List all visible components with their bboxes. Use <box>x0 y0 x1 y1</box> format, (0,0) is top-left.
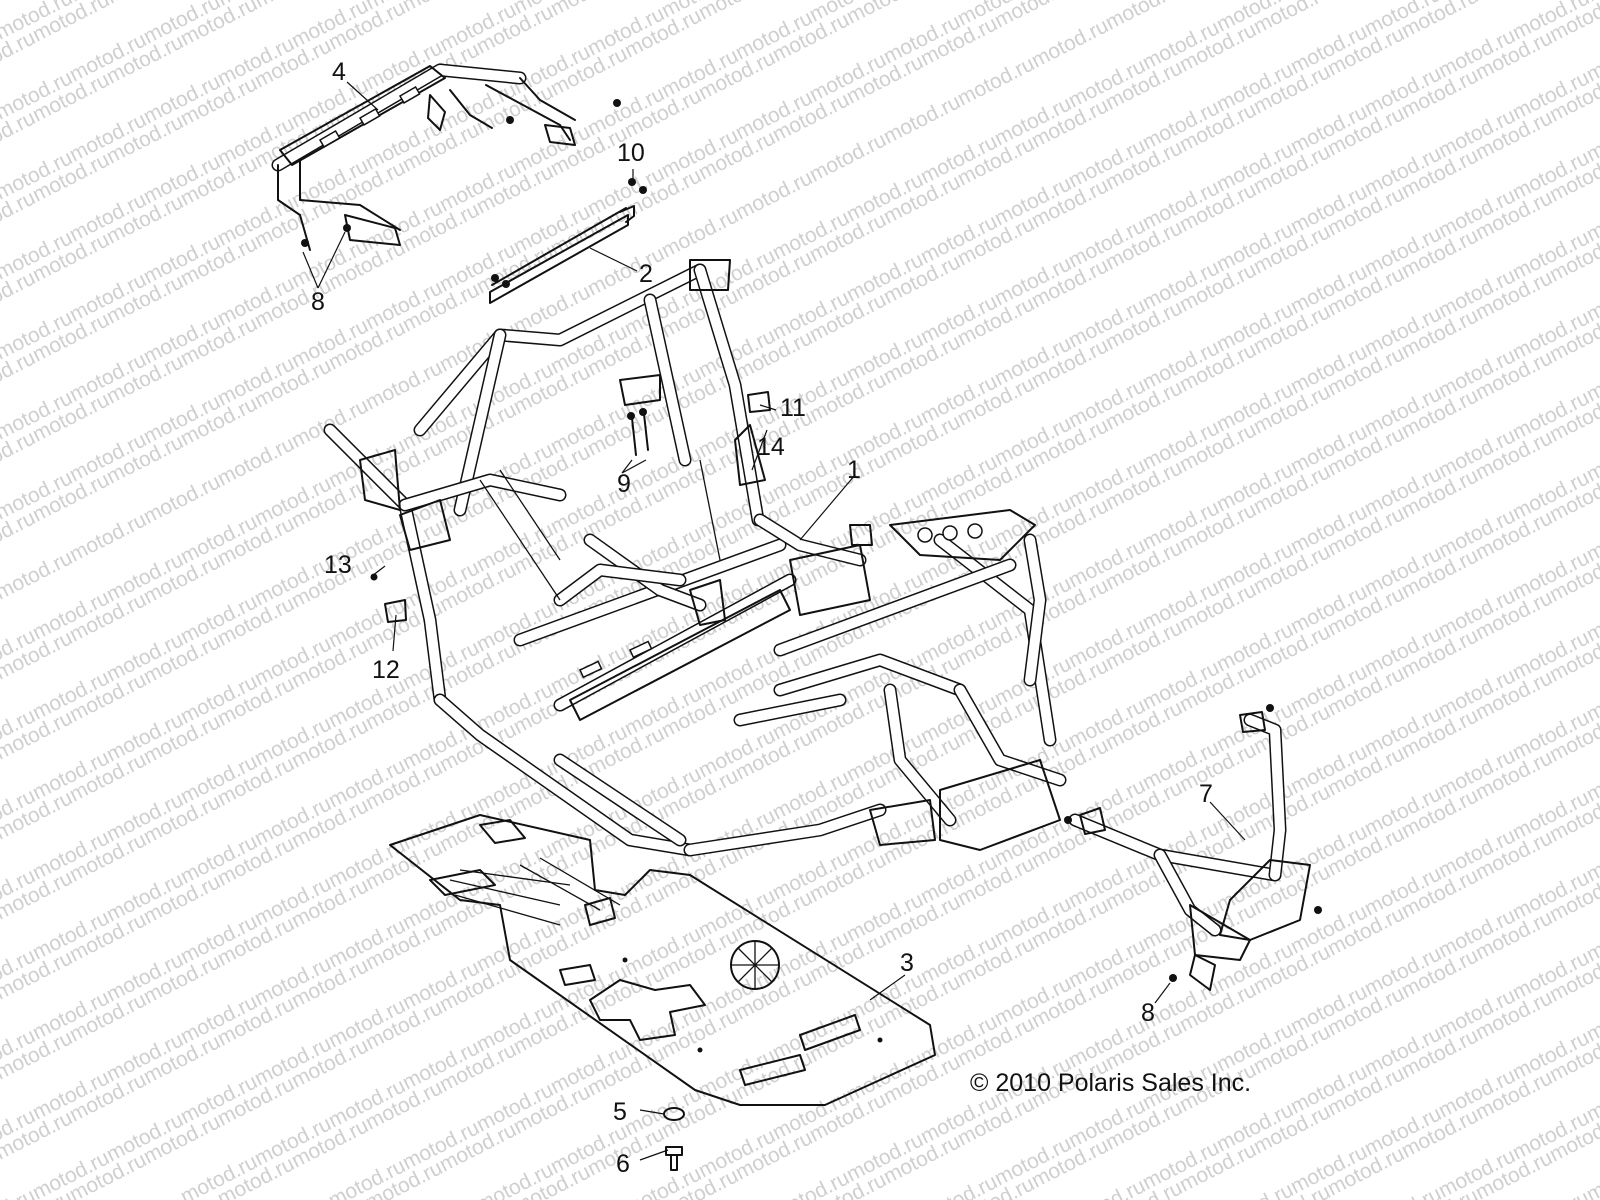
watermark-text: motod.ru <box>1028 14 1112 72</box>
callout-8-bottom: 8 <box>1141 999 1155 1027</box>
callout-11: 11 <box>780 394 806 422</box>
watermark-text: motod.ru <box>0 0 2 2</box>
callout-4: 4 <box>332 58 346 86</box>
watermark-text: motod.ru <box>1583 0 1600 6</box>
watermark-text: motod.ru <box>1213 1178 1297 1200</box>
callout-8-top: 8 <box>311 288 325 316</box>
callout-5: 5 <box>613 1098 627 1126</box>
watermark-text: motod.ru <box>547 0 631 20</box>
callout-labels: 4 10 2 8 11 14 1 9 13 12 7 3 8 5 6 <box>311 58 1213 1178</box>
watermark-text: motod.ru <box>103 0 187 8</box>
fasteners-8-top <box>301 99 621 247</box>
watermark-text: motod.ru <box>214 432 298 490</box>
part-1-main-frame <box>323 259 1067 857</box>
fasteners-8-bottom <box>1169 974 1177 982</box>
watermark-text: motod.ru <box>695 0 779 24</box>
watermark-text: motod.ru <box>1509 1186 1593 1200</box>
watermark-text: motod.ru <box>1361 1182 1445 1200</box>
callout-12: 12 <box>372 656 400 684</box>
callout-1: 1 <box>847 456 861 484</box>
callout-14: 14 <box>757 433 785 461</box>
watermark-text: motod.ru <box>251 0 335 12</box>
watermark-text: motod.ru <box>732 166 816 224</box>
watermark-text: motod.ru <box>843 0 927 28</box>
watermark-text: motod.ru <box>954 52 1038 110</box>
watermark-text: motod.ru <box>66 508 150 566</box>
watermark-text: motod.ru <box>991 0 1075 32</box>
watermark-text: motod.ru <box>880 90 964 148</box>
watermark-text: motod.ru <box>1583 1148 1600 1200</box>
callout-2: 2 <box>639 260 653 288</box>
part-3-skid-plate <box>389 814 936 1106</box>
watermark-text: motod.ru <box>658 204 742 262</box>
part-7-bumper <box>1064 704 1322 991</box>
watermark-text: motod.ru <box>0 546 76 604</box>
part-4-upper-support <box>271 63 576 251</box>
watermark-text: motod.ru <box>288 394 372 452</box>
callout-9: 9 <box>617 470 631 498</box>
fasteners-frame <box>370 391 771 623</box>
callout-10: 10 <box>617 139 645 167</box>
watermark-text: motod.ru <box>399 0 483 16</box>
callout-7: 7 <box>1199 780 1213 808</box>
watermark-text: motod.ru <box>1102 0 1186 34</box>
callout-6: 6 <box>616 1150 630 1178</box>
watermark-text: motod.ru <box>140 470 224 528</box>
fasteners-10 <box>491 178 647 288</box>
watermark-text: motod.ru <box>1472 0 1556 4</box>
copyright-notice: © 2010 Polaris Sales Inc. <box>970 1069 1251 1097</box>
watermark-text: motod.ru <box>806 128 890 186</box>
callout-13: 13 <box>324 551 352 579</box>
part-2-crossbar <box>489 205 635 304</box>
callout-3: 3 <box>900 949 914 977</box>
part-6-bolt <box>665 1146 683 1171</box>
leader-lines <box>302 81 1246 1161</box>
